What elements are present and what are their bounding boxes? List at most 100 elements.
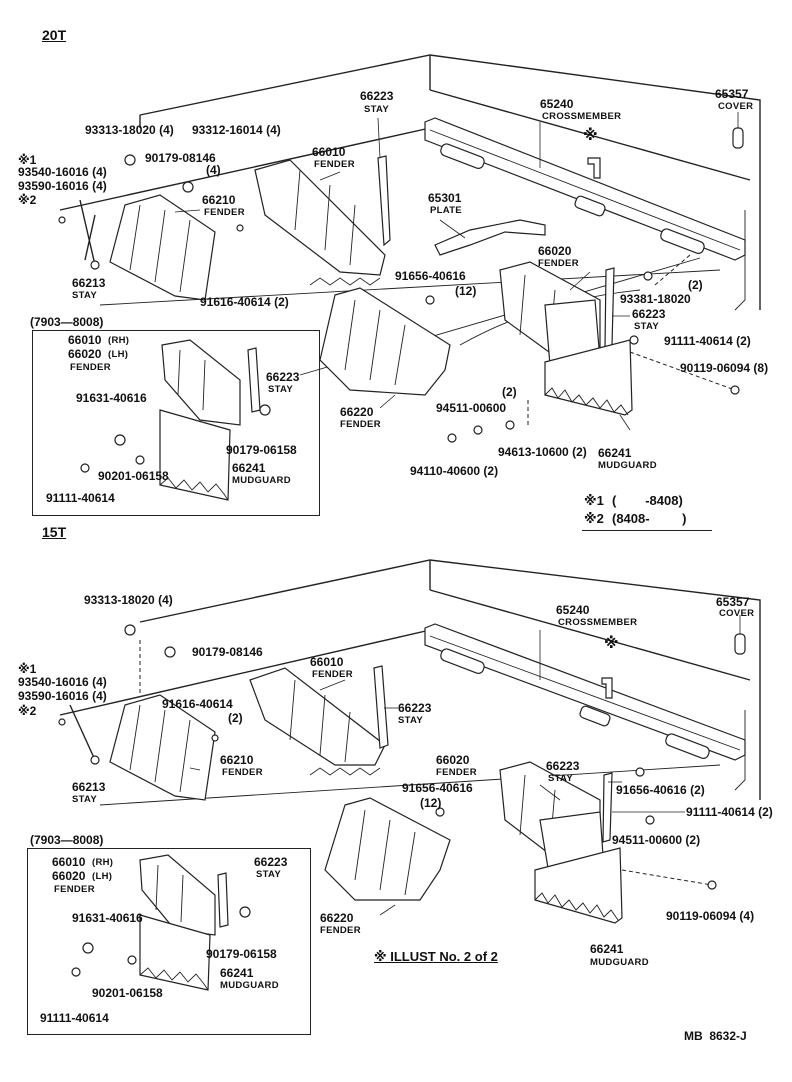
nm-fender: FENDER	[538, 258, 579, 269]
suffix-rh: (RH)	[92, 857, 114, 868]
pn-65240: 65240	[540, 97, 574, 111]
top-inset-box	[32, 330, 320, 516]
pn-91656-40616: 91656-40616 (2)	[616, 783, 705, 797]
top-plate-65301	[434, 219, 546, 256]
top-fender-66020	[499, 261, 601, 366]
top-nut-94613	[505, 420, 515, 430]
pn-66241: 66241	[590, 942, 624, 956]
pn-66210: 66210	[220, 753, 254, 767]
pn-94511-00600: 94511-00600 (2)	[612, 833, 701, 847]
nm-stay: STAY	[268, 384, 293, 395]
qty-2: (2)	[688, 278, 703, 292]
pn-66223: 66223	[398, 701, 432, 715]
nm-cover: COVER	[719, 608, 755, 619]
pn-91111-40614: 91111-40614 (2)	[686, 805, 773, 819]
nm-stay: STAY	[634, 321, 659, 332]
note-mark-2: ※2	[18, 704, 37, 718]
top-bolt-93381	[643, 271, 653, 281]
top-fender-66210	[79, 194, 216, 301]
pn-93540-16016: 93540-16016 (4)	[18, 675, 107, 689]
pn-93313-18020: 93313-18020 (4)	[84, 593, 173, 607]
pn-91616-40614: 91616-40614	[162, 697, 233, 711]
bottom-fender-66010	[249, 667, 386, 776]
pn-66223: 66223	[254, 855, 288, 869]
bottom-bolt	[124, 624, 136, 636]
nm-mudguard: MUDGUARD	[590, 957, 649, 968]
nm-fender: FENDER	[436, 767, 477, 778]
nm-mudguard: MUDGUARD	[220, 980, 279, 991]
pn-66241: 66241	[220, 966, 254, 980]
pn-66241: 66241	[598, 446, 632, 460]
pn-91111-40614: 91111-40614	[40, 1011, 109, 1025]
top-mudguard-66241	[544, 339, 633, 416]
legend-range-1: ( -8408)	[612, 493, 683, 508]
pn-93590-16016: 93590-16016 (4)	[18, 689, 107, 703]
pn-90179-06158: 90179-06158	[226, 443, 297, 457]
nm-stay: STAY	[72, 290, 97, 301]
asterisk-mark: ※	[583, 127, 598, 144]
pn-65357: 65357	[716, 595, 750, 609]
pn-66213: 66213	[72, 780, 106, 794]
nm-crossmember: CROSSMEMBER	[558, 617, 638, 628]
pn-66020: 66020	[538, 244, 572, 258]
leader-lines	[174, 112, 741, 916]
top-cover-65357	[732, 127, 744, 149]
top-stay-66223	[377, 155, 391, 247]
legend-underline	[582, 530, 712, 531]
pn-93313-18020: 93313-18020 (4)	[85, 123, 174, 137]
pn-66241: 66241	[232, 461, 266, 475]
pn-66223: 66223	[546, 759, 580, 773]
pn-91111-40614: 91111-40614 (2)	[664, 334, 751, 348]
pn-66020: 66020	[52, 869, 86, 883]
bottom-washer	[164, 646, 176, 658]
top-clip	[58, 216, 66, 224]
bottom-cover-65357	[734, 633, 746, 655]
nm-fender: FENDER	[222, 767, 263, 778]
qty-12: (12)	[455, 284, 477, 298]
bottom-nut-91656b	[435, 807, 445, 817]
nm-fender: FENDER	[70, 362, 111, 373]
note-mark-1: ※1	[18, 153, 37, 167]
pn-93312-16014: 93312-16014 (4)	[192, 123, 281, 137]
nm-mudguard: MUDGUARD	[232, 475, 291, 486]
pn-90201-06158: 90201-06158	[92, 986, 163, 1000]
pn-65301: 65301	[428, 191, 462, 205]
top-washer-94511	[473, 425, 483, 435]
top-nut-90119	[730, 385, 740, 395]
pn-66220: 66220	[320, 911, 354, 925]
pn-66210: 66210	[202, 193, 236, 207]
illust-note: ※ ILLUST No. 2 of 2	[374, 949, 498, 964]
pn-65357: 65357	[715, 87, 749, 101]
pn-94613-10600: 94613-10600 (2)	[498, 445, 587, 459]
pn-66223: 66223	[266, 370, 300, 384]
nm-stay: STAY	[256, 869, 281, 880]
nm-cover: COVER	[718, 101, 754, 112]
top-stay-66223b	[604, 267, 615, 349]
top-bolt-91111	[629, 335, 639, 345]
footer-code: MB 8632-J	[684, 1029, 747, 1043]
pn-66010: 66010	[68, 333, 102, 347]
note-mark-1: ※1	[18, 662, 37, 676]
nm-stay: STAY	[398, 715, 423, 726]
bottom-washer-94511	[645, 815, 655, 825]
legend-mark-2: ※2	[584, 511, 604, 526]
top-nut-94110	[447, 433, 457, 443]
pn-66010: 66010	[312, 145, 346, 159]
top-nut-91656	[425, 295, 435, 305]
pn-90201-06158: 90201-06158	[98, 469, 169, 483]
bottom-crossmember	[424, 623, 746, 761]
pn-90119-06094: 90119-06094 (4)	[666, 909, 755, 923]
pn-91656-40616: 91656-40616	[402, 781, 473, 795]
bottom-fender-66220	[324, 797, 451, 901]
pn-91631-40616: 91631-40616	[76, 391, 147, 405]
pn-94511-00600: 94511-00600	[436, 401, 507, 415]
bottom-screw-91616	[211, 734, 219, 742]
bottom-stay-66223	[373, 665, 389, 749]
nm-fender: FENDER	[340, 419, 381, 430]
top-fender-66220	[319, 287, 641, 396]
qty-2: (2)	[228, 711, 243, 725]
top-washer	[182, 181, 194, 193]
pn-66220: 66220	[340, 405, 374, 419]
bottom-mudguard-66241	[534, 847, 623, 924]
